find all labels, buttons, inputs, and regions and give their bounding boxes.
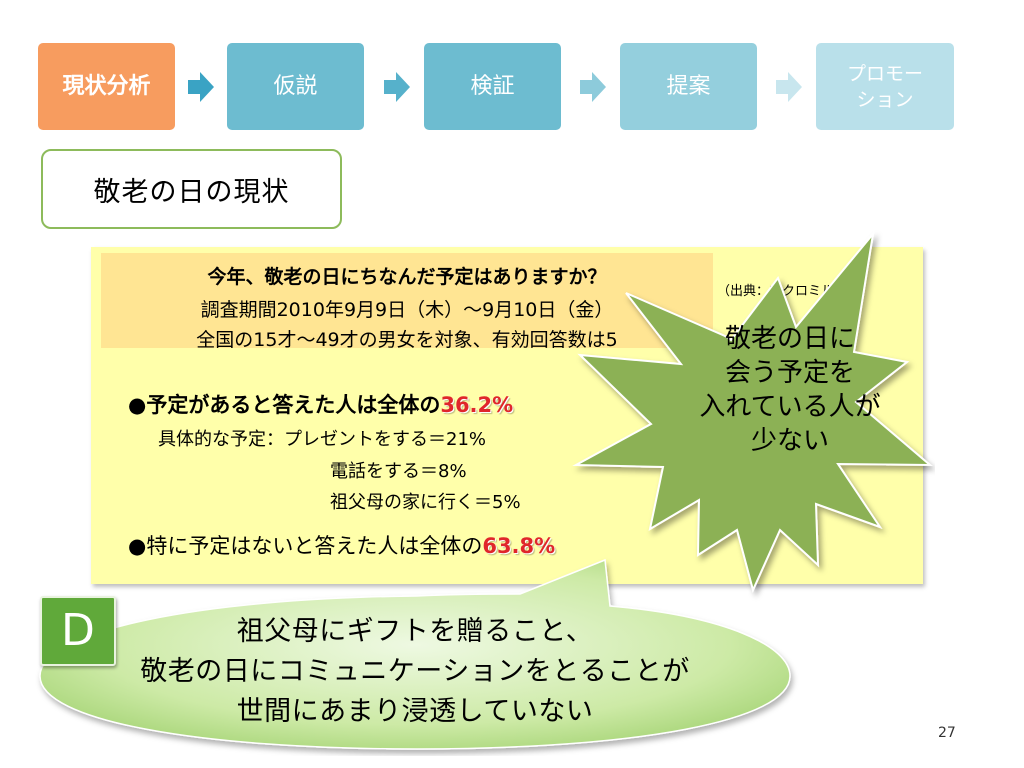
bullet-has-plans-value: 36.2% xyxy=(440,393,514,417)
step-hypothesis[interactable]: 仮説 xyxy=(227,43,364,130)
survey-period: 調査期間2010年9月9日（木）～9月10日（金） xyxy=(200,299,614,321)
step-proposal[interactable]: 提案 xyxy=(620,43,757,130)
survey-question: 今年、敬老の日にちなんだ予定はありますか？ xyxy=(207,266,607,288)
section-badge-d: D xyxy=(40,596,116,666)
bullet-no-plans-label: ●特に予定はないと答えた人は全体の xyxy=(128,534,483,558)
step-current-analysis[interactable]: 現状分析 xyxy=(38,43,175,130)
speech-callout-shape xyxy=(39,558,791,750)
bullet-has-plans: ●予定があると答えた人は全体の36.2% xyxy=(128,389,513,419)
detail-visit: 祖父母の家に行く＝5% xyxy=(330,492,521,513)
detail-phone: 電話をする＝8% xyxy=(330,461,467,482)
survey-question-box xyxy=(101,253,713,348)
page-number: 27 xyxy=(938,725,956,741)
section-subtitle: 敬老の日の現状 xyxy=(41,149,342,229)
survey-target: 全国の15才～49才の男女を対象、有効回答数は5 xyxy=(196,329,618,351)
bullet-has-plans-label: ●予定があると答えた人は全体の xyxy=(128,393,441,417)
step-promotion[interactable]: プロモー ション xyxy=(816,43,954,130)
bullet-no-plans: ●特に予定はないと答えた人は全体の63.8% xyxy=(128,530,555,560)
bullet-no-plans-value: 63.8% xyxy=(482,534,556,558)
detail-present: 具体的な予定：プレゼントをする＝21% xyxy=(158,429,487,450)
step-verification[interactable]: 検証 xyxy=(424,43,561,130)
starburst-shape xyxy=(572,230,933,593)
starburst-text: 敬老の日に 会う予定を 入れている人が 少ない xyxy=(699,324,881,456)
callout-text: 祖父母にギフトを贈ること、 敬老の日にコミュニケーションをとることが 世間にあま… xyxy=(140,616,690,727)
